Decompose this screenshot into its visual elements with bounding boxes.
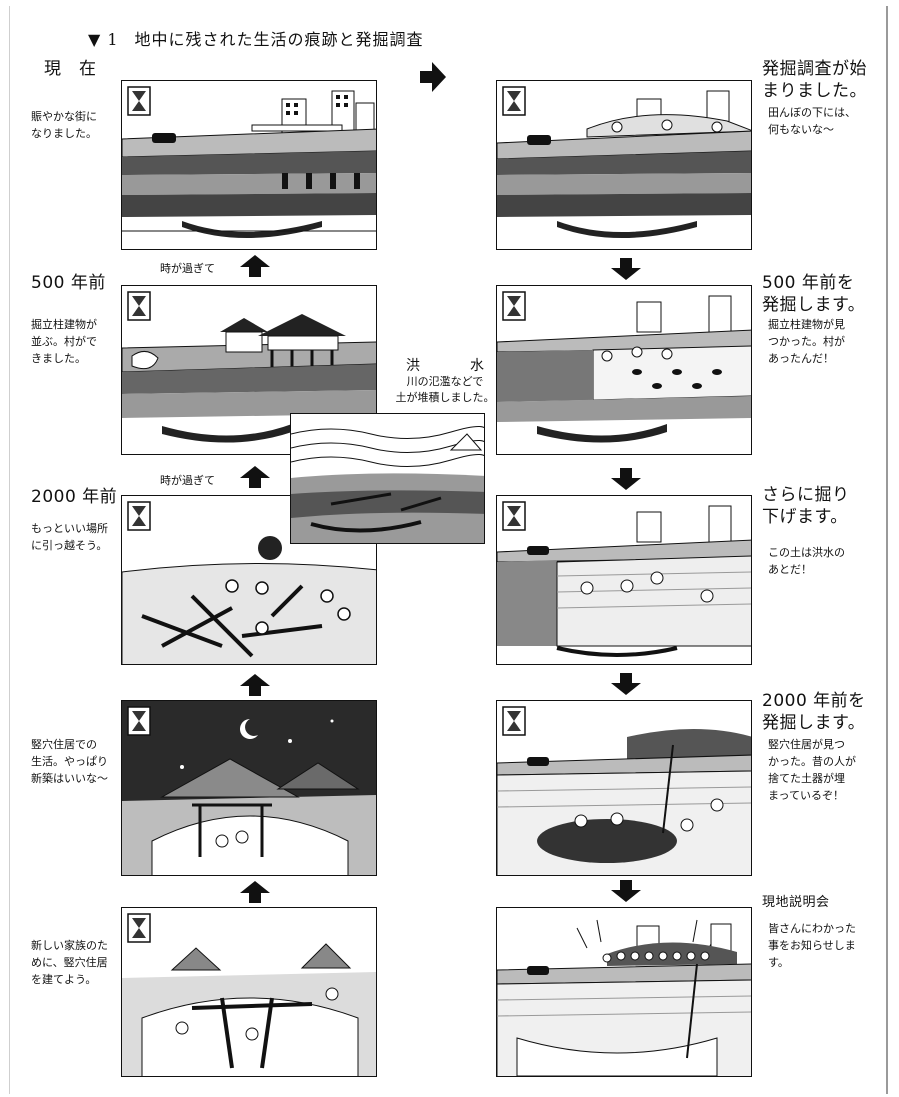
up-arrow-icon — [240, 881, 270, 903]
caption-nothing-under-field: 田んぼの下には、 何もないな～ — [768, 106, 856, 136]
panel-site-briefing — [496, 907, 752, 1077]
moon-icon — [240, 719, 258, 739]
heading-excavate-500: 500 年前を 発掘します。 — [762, 273, 866, 315]
caption-move-away: もっといい場所 に引っ越そう。 — [31, 522, 108, 552]
caption-pit-dwelling-life: 竪穴住居での 生活。やっぱり 新築はいいな～ — [31, 738, 108, 785]
title-number: 1 — [107, 30, 119, 49]
time-passes-label-2: 時が過ぎて — [160, 474, 215, 487]
heading-2000-years-ago: 2000 年前 — [31, 487, 118, 507]
flood-title: 洪 水 — [406, 358, 502, 374]
panel-excavate-2000 — [496, 700, 752, 876]
panel-night-dwelling — [121, 700, 377, 876]
down-arrow-icon — [611, 880, 641, 902]
down-arrow-icon — [611, 673, 641, 695]
down-arrow-icon — [611, 468, 641, 490]
panel-present-town — [121, 80, 377, 250]
heading-excavation-start: 発掘調査が始 まりました。 — [762, 59, 867, 101]
panel-excavate-500 — [496, 285, 752, 455]
title-text: 地中に残された生活の痕跡と発掘調査 — [134, 30, 424, 49]
flood-label: 洪 水 川の氾濫などで 土が堆積しました。 — [388, 358, 502, 406]
panel-building-dwelling — [121, 907, 377, 1077]
panel-dig-deeper — [496, 495, 752, 665]
caption-inform-public: 皆さんにわかった 事をお知らせしま す。 — [768, 922, 856, 969]
heading-excavate-2000: 2000 年前を 発掘します。 — [762, 691, 866, 733]
page-title: ▼ 1 地中に残された生活の痕跡と発掘調査 — [88, 26, 424, 50]
up-arrow-icon — [240, 466, 270, 488]
caption-flood-soil: この土は洪水の あとだ！ — [768, 546, 845, 576]
page-border — [9, 6, 888, 1094]
caption-found-posts: 掘立柱建物が見 つかった。村が あったんだ！ — [768, 318, 845, 365]
up-arrow-icon — [240, 674, 270, 696]
up-arrow-icon — [240, 255, 270, 277]
caption-village: 掘立柱建物が 並ぶ。村がで きました。 — [31, 318, 97, 365]
flood-caption: 川の氾濫などで 土が堆積しました。 — [395, 375, 495, 404]
heading-dig-deeper: さらに掘り 下げます。 — [762, 485, 850, 527]
heading-500-years-ago: 500 年前 — [31, 273, 106, 293]
right-arrow-icon — [420, 62, 446, 92]
panel-excavation-start — [496, 80, 752, 250]
down-arrow-icon — [611, 258, 641, 280]
heading-site-briefing: 現地説明会 — [762, 895, 830, 910]
heading-present: 現 在 — [44, 59, 97, 79]
time-passes-label-1: 時が過ぎて — [160, 262, 215, 275]
caption-build-dwelling: 新しい家族のた めに、竪穴住居 を建てよう。 — [31, 939, 108, 986]
caption-found-pottery: 竪穴住居が見つ かった。昔の人が 捨てた土器が埋 まっているぞ！ — [768, 738, 856, 802]
panel-flood — [290, 413, 485, 544]
triangle-marker-icon: ▼ — [88, 30, 102, 49]
caption-busy-town: 賑やかな街に なりました。 — [31, 110, 97, 140]
